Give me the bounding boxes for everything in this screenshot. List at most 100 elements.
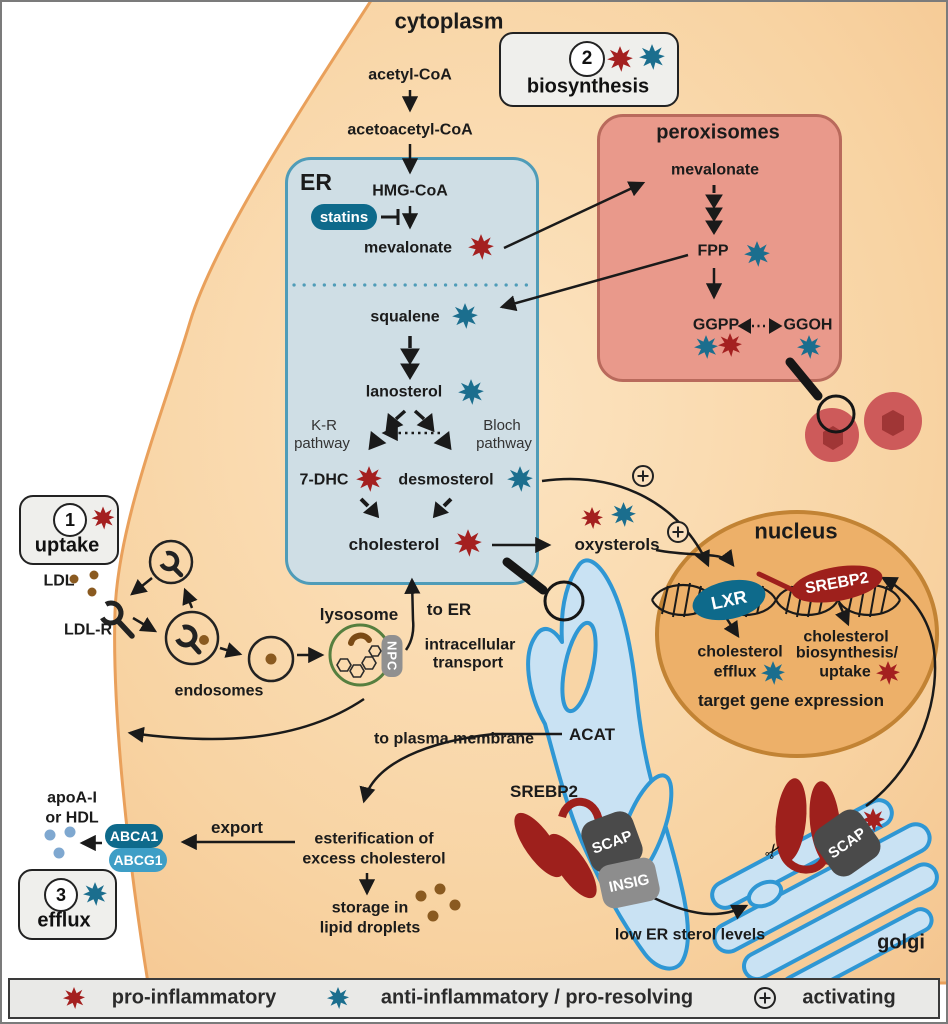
ldl-r-label: LDL-R <box>64 621 112 639</box>
pro-inflammatory-star-icon <box>468 234 494 260</box>
acat-label: ACAT <box>569 725 615 745</box>
cholesterol-molecule-icon <box>336 645 382 678</box>
pro-inflammatory-star-icon <box>91 506 116 531</box>
esterification-label-line1: esterification of <box>314 830 434 848</box>
efflux-badge-label: efflux <box>37 909 91 932</box>
acetoacetyl-coa-label: acetoacetyl-CoA <box>347 121 473 139</box>
fpp-label: FPP <box>697 242 729 260</box>
biosynthesis-number-circle: 2 <box>569 41 605 77</box>
biosynthesis-badge: 2 biosynthesis <box>499 32 679 107</box>
legend-anti-inflammatory-label: anti-inflammatory / pro-resolving <box>380 986 694 1009</box>
srebp2-protein-er <box>514 797 603 899</box>
ggpp-label: GGPP <box>692 316 740 334</box>
srebp2-dna-tail <box>756 571 798 594</box>
golgi-region-label: golgi <box>877 931 925 954</box>
efflux-badge: 3 efflux <box>18 869 117 940</box>
hdl-particles <box>44 826 76 859</box>
storage-label-line1: storage in <box>331 899 409 917</box>
ggoh-label: GGOH <box>783 316 833 334</box>
activating-icon-oxysterols <box>667 521 689 543</box>
oxysterols-label: oxysterols <box>574 535 660 555</box>
intracellular-transport-label-line1: intracellular <box>424 636 516 654</box>
receptor-icon-endosome-2 <box>174 624 202 655</box>
legend-activating-label: activating <box>802 986 896 1009</box>
anti-inflammatory-star-icon <box>638 43 666 71</box>
export-label: export <box>211 818 263 838</box>
abcg1-transporter: ABCG1 <box>109 848 167 872</box>
anti-inflammatory-star-icon <box>458 379 484 405</box>
peroxisome-mevalonate-label: mevalonate <box>670 161 760 179</box>
ldl-particles <box>69 570 277 665</box>
multi-step-arrows <box>359 185 783 519</box>
cholesterol-label: cholesterol <box>348 535 440 555</box>
cholesterol-efflux-label-line2: efflux <box>713 663 757 681</box>
uptake-number-circle: 1 <box>53 503 87 537</box>
lysosome-label: lysosome <box>319 605 399 625</box>
pathway-arrows <box>79 90 937 920</box>
bloch-pathway-label-line2: pathway <box>476 435 532 453</box>
magnifier-icon-er-membrane <box>502 557 585 622</box>
biosynthesis-badge-label: biosynthesis <box>526 75 650 98</box>
pro-inflammatory-star-icon <box>62 986 86 1010</box>
uptake-badge-label: uptake <box>34 534 100 557</box>
ldl-label: LDL <box>43 572 75 590</box>
legend-pro-inflammatory-label: pro-inflammatory <box>111 986 277 1009</box>
intracellular-transport-label-line2: transport <box>432 654 504 672</box>
cholesterol-efflux-label-line1: cholesterol <box>697 643 783 661</box>
to-er-label: to ER <box>426 600 472 620</box>
anti-inflammatory-star-icon <box>694 335 718 359</box>
anti-inflammatory-star-icon <box>507 466 533 492</box>
peroxisomes-region <box>597 114 842 382</box>
peroxisomes-region-label: peroxisomes <box>656 121 780 144</box>
pro-inflammatory-star-icon <box>718 333 742 357</box>
low-er-sterol-label: low ER sterol levels <box>614 926 766 944</box>
anti-inflammatory-star-icon <box>452 303 478 329</box>
npc-transporter: NPC <box>381 635 403 677</box>
endosomes-label: endosomes <box>174 682 264 700</box>
squalene-label: squalene <box>370 308 440 326</box>
7-dhc-label: 7-DHC <box>299 471 349 489</box>
pro-inflammatory-star-icon <box>606 45 634 73</box>
efflux-number-circle: 3 <box>44 878 78 912</box>
magnifier-icon-peroxisome <box>785 357 856 434</box>
anti-inflammatory-star-icon <box>744 241 770 267</box>
anti-inflammatory-star-icon <box>326 986 350 1010</box>
lanosterol-label: lanosterol <box>365 383 443 401</box>
kr-pathway-label-line1: K-R <box>311 417 337 435</box>
activating-icon-desmosterol <box>632 465 654 487</box>
uptake-badge: 1 uptake <box>19 495 119 565</box>
lipid-droplet-dots <box>415 883 461 922</box>
target-gene-expression-label: target gene expression <box>697 691 885 711</box>
ldl-receptor-icon <box>98 600 135 639</box>
cholesterol-bio-label-line1: cholesterol <box>803 628 889 646</box>
apoa1-hdl-label-line2: or HDL <box>45 809 99 827</box>
storage-label-line2: lipid droplets <box>319 919 421 937</box>
cytoplasm-label: cytoplasm <box>394 8 504 34</box>
pro-inflammatory-star-icon <box>581 507 603 529</box>
receptor-icon-endosome-1 <box>158 550 184 578</box>
anti-inflammatory-star-icon <box>611 502 636 527</box>
cholesterol-bio-label-line2: biosynthesis/ <box>795 644 899 662</box>
statins-pill: statins <box>311 204 377 230</box>
pro-inflammatory-star-icon <box>454 529 482 557</box>
cholesterol-bio-label-line3: uptake <box>819 663 871 681</box>
apoa1-hdl-label-line1: apoA-I <box>47 789 97 807</box>
hmg-coa-label: HMG-CoA <box>372 182 448 200</box>
acetyl-coa-label: acetyl-CoA <box>368 66 452 84</box>
kr-pathway-label-line2: pathway <box>294 435 350 453</box>
bloch-pathway-label-line1: Bloch <box>483 417 521 435</box>
legend-bar: pro-inflammatory anti-inflammatory / pro… <box>8 978 940 1019</box>
anti-inflammatory-star-icon <box>761 661 785 685</box>
anti-inflammatory-star-icon <box>82 881 108 907</box>
abca1-transporter: ABCA1 <box>105 824 163 848</box>
anti-inflammatory-star-icon <box>797 335 821 359</box>
er-membrane-organelle <box>526 558 690 971</box>
nucleus-region-label: nucleus <box>754 518 838 544</box>
mevalonate-label: mevalonate <box>363 239 453 257</box>
to-plasma-membrane-label: to plasma membrane <box>373 730 535 748</box>
esterification-label-line2: excess cholesterol <box>302 850 446 868</box>
pro-inflammatory-star-icon <box>876 661 900 685</box>
pro-inflammatory-star-icon <box>356 466 382 492</box>
er-region-label: ER <box>300 168 332 195</box>
